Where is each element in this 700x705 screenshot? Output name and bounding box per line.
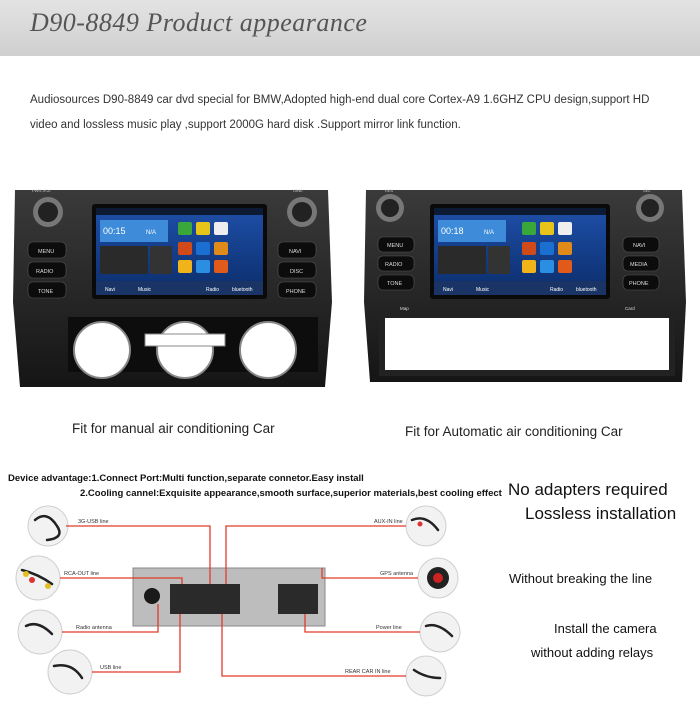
text-without-breaking: Without breaking the line — [509, 571, 653, 586]
text-lossless: Lossless installation — [525, 504, 677, 523]
knob-label-right: SEL — [643, 188, 651, 193]
media-button-label: MEDIA — [630, 262, 648, 268]
phone-button-label: PHONE — [629, 281, 649, 287]
dock-bluetooth: bluetooth — [232, 287, 253, 293]
tone-button-label: TONE — [38, 289, 54, 295]
dock-navi: Navi — [443, 287, 453, 293]
screen-clock: 00:15 — [103, 226, 126, 236]
unit-automatic: RES SEL MENU RADIO TONE NAVI MEDIA PHONE… — [360, 182, 690, 392]
label-radio-antenna: Radio antenna — [76, 625, 112, 631]
phone-button-label: PHONE — [286, 289, 306, 295]
dock-bluetooth: bluetooth — [576, 287, 597, 293]
wiring-diagram — [15, 505, 461, 697]
head-unit-image-automatic: RES SEL MENU RADIO TONE NAVI MEDIA PHONE… — [364, 188, 686, 382]
radio-button-label: RADIO — [36, 269, 54, 275]
advantage-line-2: 2.Cooling cannel:Exquisite appearance,sm… — [80, 488, 502, 499]
text-install-camera: Install the camera — [554, 621, 657, 636]
dock-radio: Radio — [550, 287, 563, 293]
navi-button-label: NAVI — [289, 249, 302, 255]
screen-na: N/A — [484, 230, 494, 236]
dock-music: Music — [476, 287, 490, 293]
text-no-adapters: No adapters required — [508, 480, 668, 499]
advantage-text-1: 1.Connect Port:Multi function,separate c… — [91, 473, 364, 484]
screen-clock: 00:18 — [441, 226, 464, 236]
caption-manual: Fit for manual air conditioning Car — [72, 421, 275, 436]
label-3g-usb: 3G-USB line — [78, 519, 109, 525]
title-banner: D90-8849 Product appearance — [0, 0, 700, 56]
knob-label-left: RES — [385, 188, 394, 193]
navi-button-label: NAVI — [633, 243, 646, 249]
radio-button-label: RADIO — [385, 262, 403, 268]
tone-button-label: TONE — [387, 281, 403, 287]
caption-automatic: Fit for Automatic air conditioning Car — [405, 424, 623, 439]
dock-navi: Navi — [105, 287, 115, 293]
screen-na: N/A — [146, 230, 156, 236]
unit-manual: PWR-VOL TUNE MENU RADIO TONE NAVI DISC P… — [10, 182, 335, 392]
head-unit-image-manual: PWR-VOL TUNE MENU RADIO TONE NAVI DISC P… — [13, 188, 332, 387]
dock-music: Music — [138, 287, 152, 293]
label-usb: USB line — [100, 665, 122, 671]
label-aux-in: AUX-IN line — [374, 519, 403, 525]
menu-button-label: MENU — [38, 249, 54, 255]
label-power: Power line — [376, 625, 402, 631]
label-rear-car-in: REAR CAR IN line — [345, 669, 391, 675]
menu-button-label: MENU — [387, 243, 403, 249]
label-gps-antenna: GPS antenna — [380, 571, 414, 577]
connection-diagram: 3G-USB line RCA-OUT line Radio antenna U… — [0, 500, 475, 700]
knob-label-right: TUNE — [292, 188, 303, 193]
advantage-line-1: Device advantage:1.Connect Port:Multi fu… — [8, 473, 364, 484]
card-label: Card — [625, 306, 635, 311]
text-without-relays: without adding relays — [531, 645, 654, 660]
disc-button-label: DISC — [290, 269, 303, 275]
label-rca-out: RCA-OUT line — [64, 571, 100, 577]
dock-radio: Radio — [206, 287, 219, 293]
intro-paragraph: Audiosources D90-8849 car dvd special fo… — [30, 94, 650, 131]
advantage-prefix: Device advantage: — [8, 473, 92, 484]
page-title: D90-8849 Product appearance — [30, 8, 368, 37]
map-label: Map — [400, 306, 409, 311]
knob-label-left: PWR-VOL — [32, 188, 51, 193]
